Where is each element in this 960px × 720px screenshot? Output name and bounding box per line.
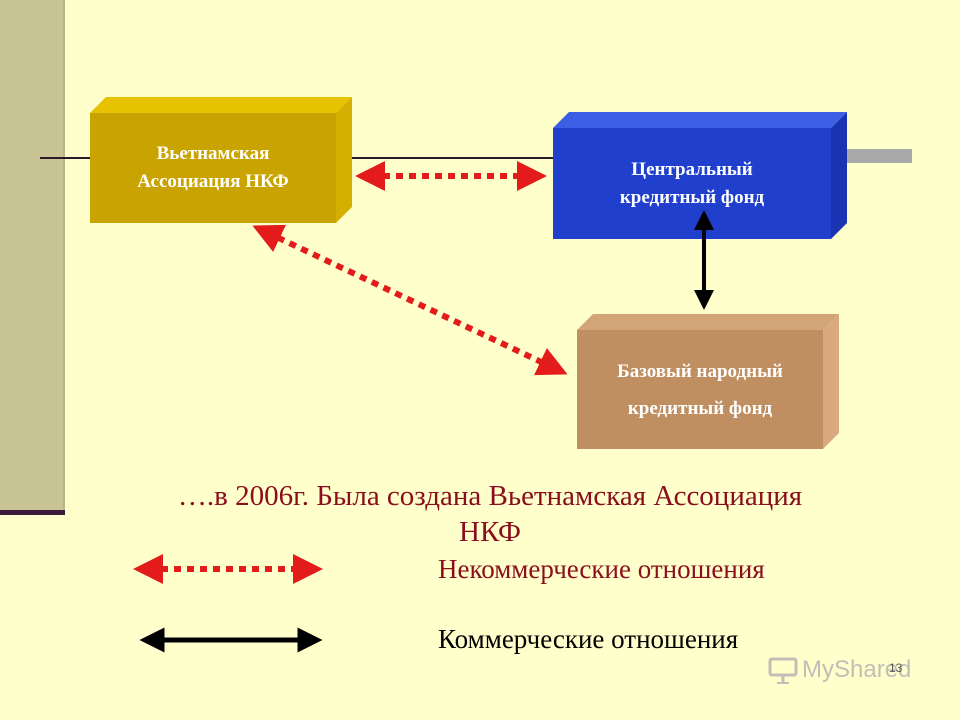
caption: ….в 2006г. Была создана Вьетнамская Ассо… bbox=[120, 478, 860, 550]
node-central-fund-line2: кредитный фонд bbox=[619, 186, 765, 208]
caption-line2: НКФ bbox=[459, 516, 521, 548]
node-central-fund: Центральный кредитный фонд bbox=[553, 128, 831, 239]
node-vietnam-association-shape bbox=[90, 97, 352, 223]
header-rule bbox=[40, 157, 912, 159]
legend-commercial-label: Коммерческие отношения bbox=[438, 624, 739, 654]
legend-noncommercial-label: Некоммерческие отношения bbox=[438, 554, 765, 584]
watermark: MyShared bbox=[768, 656, 911, 684]
watermark-text: MyShared bbox=[802, 656, 912, 683]
node-base-fund-line1: Базовый народный bbox=[617, 360, 783, 382]
page-number: 13 bbox=[889, 661, 903, 675]
node-vietnam-association-line1: Вьетнамская bbox=[156, 143, 270, 164]
node-base-fund-line2: кредитный фонд bbox=[627, 397, 773, 419]
node-vietnam-association-line2: Ассоциация НКФ bbox=[137, 171, 289, 192]
presentation-board-icon bbox=[768, 657, 798, 684]
relation-association-base-arrow bbox=[252, 224, 568, 376]
node-central-fund-shape bbox=[553, 112, 847, 239]
caption-line1: ….в 2006г. Была создана Вьетнамская Ассо… bbox=[177, 480, 803, 512]
node-vietnam-association: Вьетнамская Ассоциация НКФ bbox=[90, 113, 336, 223]
node-central-fund-line1: Центральный bbox=[631, 158, 753, 180]
left-decor-underline bbox=[0, 510, 65, 515]
node-base-fund-shape bbox=[577, 314, 839, 449]
header-rule-accent bbox=[846, 149, 912, 163]
left-decor-bar bbox=[0, 0, 65, 514]
node-base-fund: Базовый народный кредитный фонд bbox=[577, 330, 823, 449]
